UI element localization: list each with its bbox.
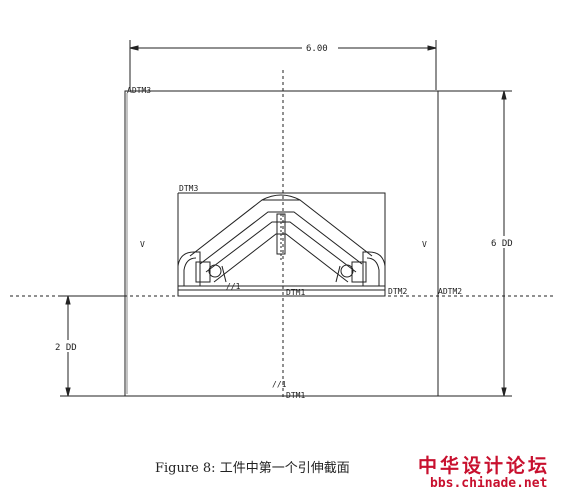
marker-v-right: V [422, 240, 427, 249]
draw-section-profile [177, 194, 386, 297]
dim-right-arrow-top [501, 90, 507, 100]
dim-top-arrow-left [129, 45, 139, 51]
watermark-site-name: 中华设计论坛 [418, 455, 551, 477]
datum-label-dtm2-inner: DTM2 [388, 287, 407, 296]
dim-left-arrow-bottom [65, 387, 71, 397]
datum-label-dtm3-inner: DTM3 [179, 184, 198, 193]
dim-right-value: 6 DD [491, 239, 513, 249]
watermark-url: bbs.chinade.net [430, 476, 548, 491]
datum-label-adtm3: ADTM3 [127, 86, 151, 95]
inner-datum-frame [178, 192, 386, 296]
dim-top-arrow-right [427, 45, 437, 51]
figure-caption: Figure 8: 工件中第一个引伸截面 [155, 461, 350, 476]
marker-tag-inner: //1 [226, 282, 241, 291]
datum-label-dtm1-bottom: DTM1 [286, 391, 305, 400]
dim-top-value: 6.00 [306, 44, 328, 54]
dim-right-arrow-bottom [501, 387, 507, 397]
marker-v-left: V [140, 240, 145, 249]
outer-blank-outline [124, 90, 439, 397]
marker-tag-bottom: //1 [272, 380, 287, 389]
dim-left-arrow-top [65, 295, 71, 305]
datum-label-adtm2: ADTM2 [438, 287, 462, 296]
datum-label-dtm1-inner: DTM1 [286, 288, 305, 297]
dim-left-value: 2 DD [55, 343, 77, 353]
